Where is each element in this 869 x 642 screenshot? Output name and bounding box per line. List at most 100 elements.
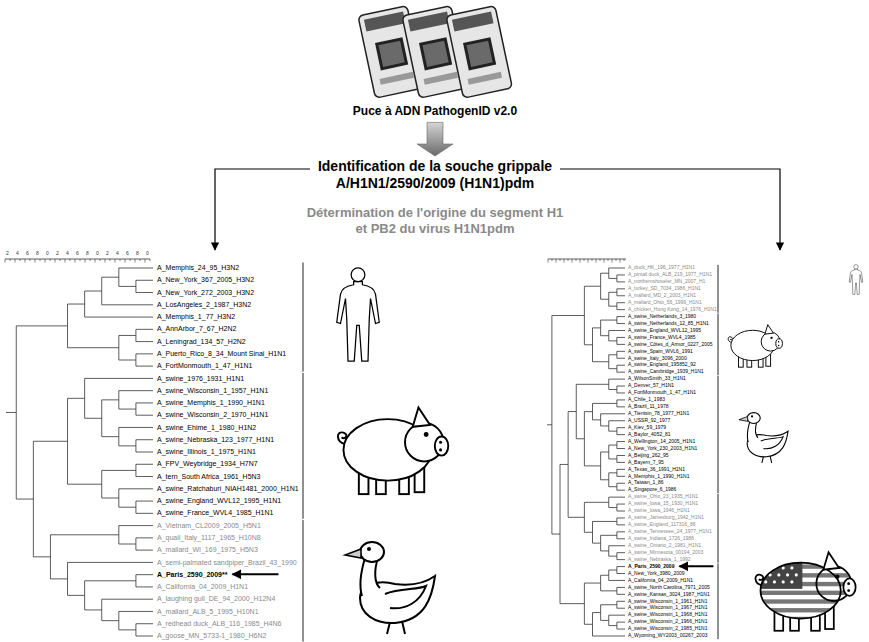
tree-panel: A_Memphis_24_95_H3N2A_New_York_367_2005_… bbox=[0, 250, 300, 642]
tree-branch bbox=[601, 620, 609, 621]
strain-label: A_quail_Italy_1117_1965_H10N8 bbox=[157, 534, 261, 541]
tree-branch bbox=[136, 550, 153, 551]
scale-number: 2 bbox=[56, 251, 59, 256]
tree-branch bbox=[85, 378, 153, 379]
tree-branch bbox=[617, 386, 625, 387]
strain-label: A_New_York_272_2003_H3N2 bbox=[157, 289, 254, 296]
tree-branch bbox=[617, 365, 625, 366]
strain-label: A_laughing gull_DE_94_2000_H12N4 bbox=[157, 595, 275, 602]
chip-node: Puce à ADN PathogenID v2.0 bbox=[340, 2, 530, 120]
strain-label: A_Texas_36_1991_H1N1 bbox=[628, 467, 685, 472]
tree-branch bbox=[617, 399, 625, 400]
strain-label: A_swine_Wisconsin_2_1966_H1N1 bbox=[628, 619, 708, 624]
scale-number: 8 bbox=[36, 251, 39, 256]
tree-branch bbox=[609, 472, 617, 473]
strain-label: A_Tientsin_78_1977_H1N1 bbox=[628, 411, 689, 416]
tree-branch bbox=[609, 486, 617, 487]
flag-pig-icon bbox=[748, 540, 861, 636]
tree-branch bbox=[119, 544, 136, 545]
ruler-tick bbox=[25, 259, 26, 263]
tree-branch bbox=[136, 402, 153, 403]
strain-label: A_Taiwan_1_86 bbox=[628, 480, 664, 485]
ruler-tick bbox=[105, 259, 106, 263]
strain-label: A_pintail duck_ALB_219_1977_H1N1 bbox=[628, 272, 712, 277]
tree-branch bbox=[609, 340, 617, 341]
tree-branch bbox=[617, 476, 625, 477]
scale-number: 6 bbox=[26, 251, 29, 256]
group-separators bbox=[303, 262, 304, 641]
strain-label: A_swine_Iowa_1946_H1N1 bbox=[628, 508, 690, 513]
tree-branch bbox=[617, 538, 625, 539]
strain-label: A_swine_Ontario_2_1981_H1N1 bbox=[628, 543, 701, 548]
strain-label: A_swine_England_195852_92 bbox=[628, 362, 696, 367]
tree-branch bbox=[136, 586, 153, 587]
tree-branch bbox=[119, 611, 153, 612]
strain-label: A_Baylor_4052_81 bbox=[628, 432, 671, 437]
tree-branch bbox=[119, 409, 136, 410]
tree-branch bbox=[136, 341, 153, 342]
scale-number: 0 bbox=[146, 251, 149, 256]
strain-label: A_goose_MN_5733-1_1980_H6N2 bbox=[157, 632, 266, 639]
strain-label: A_Chile_1_1983 bbox=[628, 397, 665, 402]
tree-branch bbox=[593, 327, 601, 328]
group-separator bbox=[303, 520, 304, 641]
strain-label: A_semi-palmated sandpiper_Brazil_43_1990 bbox=[157, 559, 297, 566]
ruler-tick bbox=[600, 259, 601, 261]
tree-branch bbox=[85, 580, 136, 581]
ruler-tick bbox=[40, 259, 41, 261]
strain-label: A_swine_Italy_3096_2000 bbox=[628, 356, 687, 361]
strain-label: A_New_York_230_2003_H1N1 bbox=[628, 446, 697, 451]
ruler-tick bbox=[572, 259, 573, 263]
tree-branch bbox=[609, 507, 617, 508]
connector-arrow bbox=[560, 169, 780, 250]
strain-label: A_swine_Kansas_3024_1987_H1N1 bbox=[628, 592, 710, 597]
ruler-tick bbox=[95, 259, 96, 263]
tree-branch bbox=[102, 620, 119, 621]
tree-branch bbox=[593, 543, 601, 544]
tree-branch bbox=[584, 502, 608, 503]
tree-branch bbox=[136, 476, 153, 477]
tree-branch bbox=[136, 415, 153, 416]
tree-branch bbox=[593, 521, 617, 522]
tree-branch bbox=[552, 315, 585, 316]
tree-branch bbox=[617, 288, 625, 289]
strain-label: A_Singapore_6_1986 bbox=[628, 487, 676, 492]
ruler-tick bbox=[15, 259, 16, 263]
scale-number: 8 bbox=[136, 251, 139, 256]
group-separator bbox=[718, 313, 719, 375]
tree-branch bbox=[609, 278, 617, 279]
ruler-tick bbox=[60, 259, 61, 261]
tree-branch bbox=[617, 372, 625, 373]
ruler-tick bbox=[556, 259, 557, 263]
strain-label: A_WilsonSmith_33_H1N1 bbox=[628, 376, 686, 381]
tree-branch bbox=[85, 317, 153, 318]
ruler-tick bbox=[45, 259, 46, 263]
strain-label: A_swine_Tennessee_24_1977_H1N1 bbox=[628, 529, 712, 534]
tree-branch bbox=[136, 439, 153, 440]
tree-branch bbox=[584, 583, 600, 584]
scale-number: 2 bbox=[6, 251, 9, 256]
ruler-tick bbox=[580, 259, 581, 263]
strain-label: A_Memphis_1_77_H3N2 bbox=[157, 313, 235, 320]
tree-branch bbox=[617, 622, 625, 623]
tree-branch bbox=[617, 490, 625, 491]
scale-number: 8 bbox=[86, 251, 89, 256]
strain-label: A_Beijing_262_95 bbox=[628, 453, 669, 458]
tree-branch bbox=[617, 524, 625, 525]
tree-branch bbox=[136, 636, 153, 637]
ruler-tick bbox=[110, 259, 111, 261]
ruler-tick bbox=[548, 259, 549, 263]
strain-label: A_USSR_92_1977 bbox=[628, 418, 670, 423]
tree-branch bbox=[601, 413, 625, 414]
ruler-tick bbox=[130, 259, 131, 261]
tree-branch bbox=[136, 292, 153, 293]
group-separator bbox=[303, 373, 304, 519]
strain-label: A_swine_Netherlands_3_1980 bbox=[628, 314, 696, 319]
strain-label: A_New_York_367_2005_H3N2 bbox=[157, 276, 254, 283]
tree-branch bbox=[617, 344, 625, 345]
tree-branch bbox=[119, 427, 153, 428]
tree-branch bbox=[593, 636, 626, 637]
ruler-tick bbox=[125, 259, 126, 263]
tree-branch bbox=[136, 366, 153, 367]
ruler-tick bbox=[140, 259, 141, 261]
